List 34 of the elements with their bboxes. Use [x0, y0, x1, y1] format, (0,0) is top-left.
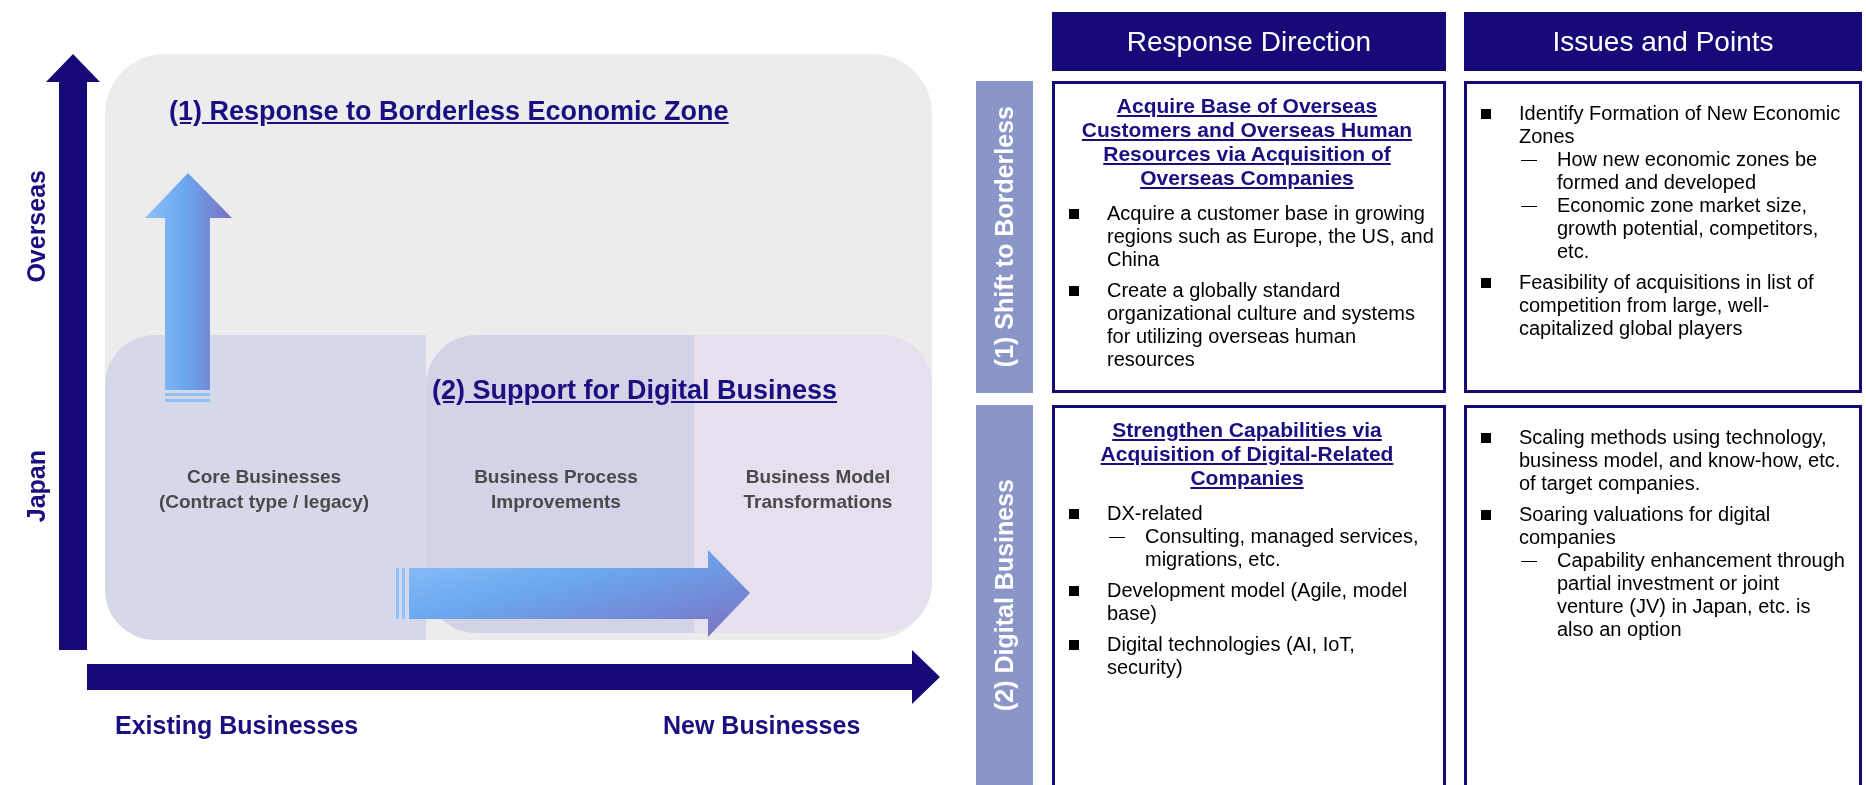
sub-bullet-text: Capability enhancement through partial investment or joint venture (JV) in Japan, etc. is also an option — [1557, 549, 1845, 640]
column-header: Issues and Points — [1464, 12, 1862, 71]
zone-panel — [105, 335, 426, 640]
cell-heading: Strengthen Capabilities via Acquisition of Digital-Related Companies — [1099, 418, 1395, 490]
table-cell — [1464, 405, 1862, 785]
axis-label: Japan — [22, 450, 51, 523]
axis-label: Existing Businesses — [115, 711, 359, 740]
bullet-text: Digital technologies (AI, IoT, security) — [1107, 633, 1355, 678]
sub-bullet-text: Economic zone market size, growth potential, competitors, etc. — [1557, 194, 1819, 262]
zone-title: (2) Support for Digital Business — [432, 375, 839, 406]
axis-label: Overseas — [22, 170, 51, 283]
cell-heading: Acquire Base of Overseas Customers and Overseas Human Resources via Acquisition of Overseas Companies — [1080, 94, 1414, 190]
column-header: Response Direction — [1052, 12, 1446, 71]
bullet-text: Feasibility of acquisitions in list of competition from large, well-capitalized global players — [1519, 271, 1814, 339]
axis-label: New Businesses — [663, 711, 861, 740]
bullet-text: DX-related — [1107, 502, 1203, 524]
sub-bullet-text: Consulting, managed services, migrations, etc. — [1145, 525, 1419, 570]
zone-panel — [105, 54, 932, 640]
zone-label: Business Process Improvements — [473, 465, 639, 514]
row-header: (2) Digital Business — [976, 405, 1033, 785]
table-cell — [1464, 81, 1862, 393]
bullet-text: Soaring valuations for digital companies — [1519, 503, 1771, 548]
bullet-text: Scaling methods using technology, business model, and know-how, etc. of target companies. — [1519, 426, 1841, 494]
table-cell — [1052, 405, 1446, 785]
row-header: (1) Shift to Borderless — [976, 81, 1033, 393]
zone-title: (1) Response to Borderless Economic Zone — [169, 96, 730, 127]
bullet-text: Identify Formation of New Economic Zones — [1519, 102, 1841, 147]
bullet-text: Development model (Agile, model base) — [1107, 579, 1408, 624]
zone-label: Business Model Transformations — [742, 465, 894, 514]
table-cell — [1052, 81, 1446, 393]
bullet-text: Acquire a customer base in growing regions such as Europe, the US, and China — [1107, 202, 1434, 270]
zone-label: Core Businesses (Contract type / legacy) — [157, 465, 371, 514]
sub-bullet-text: How new economic zones be formed and developed — [1557, 148, 1818, 193]
bullet-text: Create a globally standard organizational culture and systems for utilizing overseas human resources — [1107, 279, 1415, 370]
